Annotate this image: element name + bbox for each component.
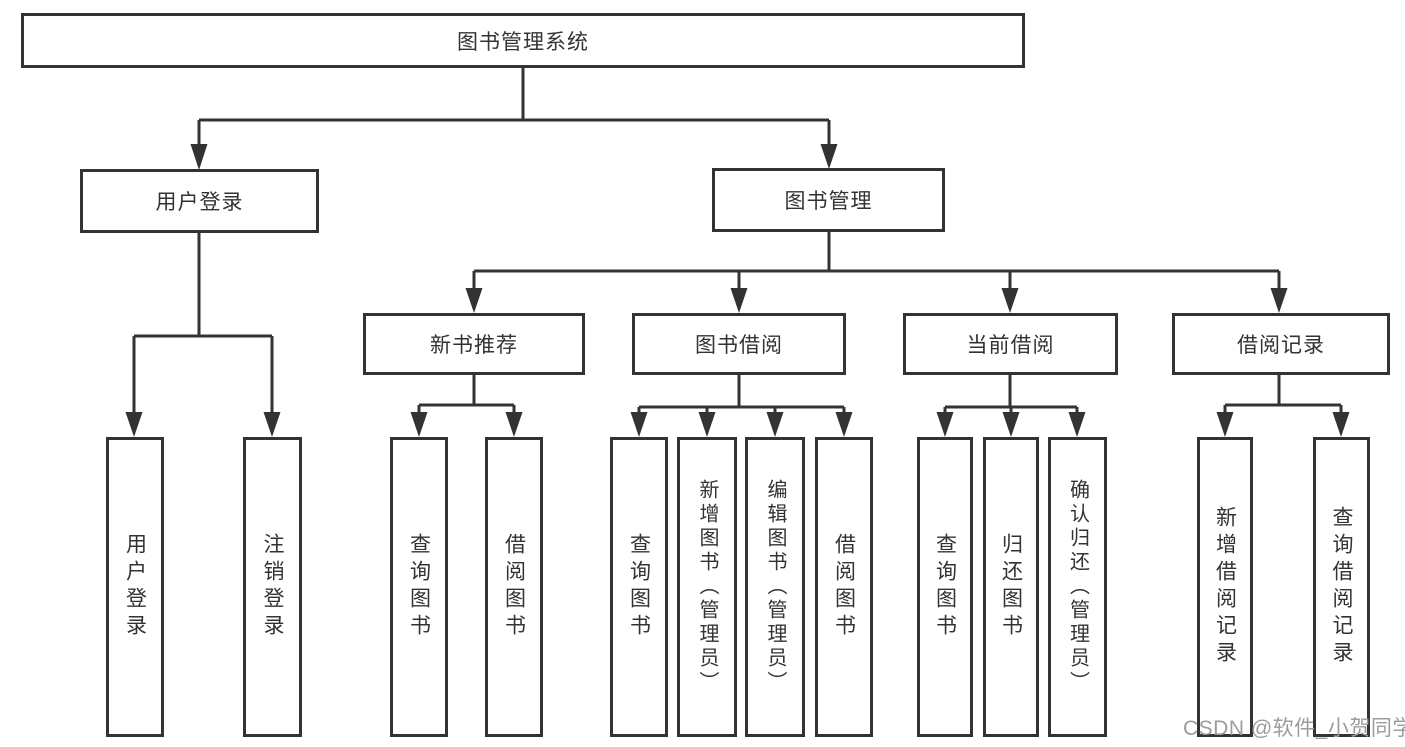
node-label: 归还图书 bbox=[999, 533, 1023, 641]
node-book-management: 图书管理 bbox=[712, 168, 945, 232]
leaf-query-borrow-record: 查询借阅记录 bbox=[1313, 437, 1370, 737]
leaf-query-book-3: 查询图书 bbox=[917, 437, 973, 737]
leaf-return-book: 归还图书 bbox=[983, 437, 1039, 737]
node-label: 当前借阅 bbox=[966, 334, 1055, 357]
node-label: 图书借阅 bbox=[695, 334, 783, 357]
node-label: 用户登录 bbox=[123, 533, 147, 641]
csdn-watermark: CSDN @软件_小贺同学 bbox=[1183, 717, 1405, 740]
leaf-query-book-1: 查询图书 bbox=[390, 437, 448, 737]
node-current-borrow: 当前借阅 bbox=[903, 313, 1118, 375]
node-label: 编辑图书（管理员） bbox=[764, 479, 786, 695]
leaf-confirm-return-admin: 确认归还（管理员） bbox=[1048, 437, 1107, 737]
node-new-book-recommend: 新书推荐 bbox=[363, 313, 585, 375]
node-label: 借阅记录 bbox=[1237, 334, 1325, 357]
leaf-edit-book-admin: 编辑图书（管理员） bbox=[745, 437, 805, 737]
node-book-borrow: 图书借阅 bbox=[632, 313, 846, 375]
node-label: 注销登录 bbox=[261, 533, 284, 641]
leaf-query-book-2: 查询图书 bbox=[610, 437, 668, 737]
node-label: 新书推荐 bbox=[430, 334, 518, 357]
node-label: 新增借阅记录 bbox=[1213, 506, 1237, 668]
leaf-user-login: 用户登录 bbox=[106, 437, 164, 737]
node-label: 查询图书 bbox=[933, 533, 957, 641]
node-label: 借阅图书 bbox=[502, 533, 526, 641]
leaf-add-borrow-record: 新增借阅记录 bbox=[1197, 437, 1253, 737]
node-library-system-root: 图书管理系统 bbox=[21, 13, 1025, 68]
leaf-borrow-book-1: 借阅图书 bbox=[485, 437, 543, 737]
leaf-add-book-admin: 新增图书（管理员） bbox=[677, 437, 737, 737]
node-label: 图书管理系统 bbox=[457, 30, 589, 54]
node-label: 新增图书（管理员） bbox=[696, 479, 718, 695]
node-label: 借阅图书 bbox=[832, 533, 856, 641]
node-label: 查询图书 bbox=[407, 533, 431, 641]
node-label: 查询图书 bbox=[627, 533, 651, 641]
node-label: 图书管理 bbox=[784, 190, 873, 213]
leaf-borrow-book-2: 借阅图书 bbox=[815, 437, 873, 737]
node-user-login: 用户登录 bbox=[80, 169, 319, 233]
node-borrow-record: 借阅记录 bbox=[1172, 313, 1390, 375]
node-label: 查询借阅记录 bbox=[1330, 506, 1353, 668]
node-label: 用户登录 bbox=[155, 191, 244, 214]
node-label: 确认归还（管理员） bbox=[1066, 479, 1089, 695]
leaf-logout: 注销登录 bbox=[243, 437, 302, 737]
